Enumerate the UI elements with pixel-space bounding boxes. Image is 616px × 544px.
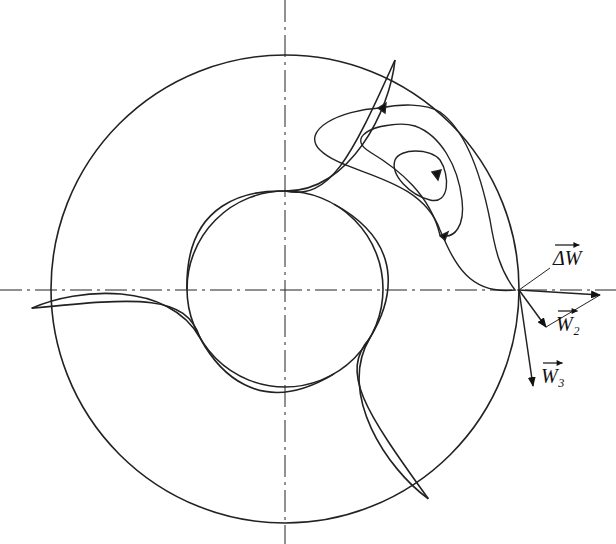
impeller-blades — [32, 60, 533, 499]
hub-circle — [187, 191, 383, 387]
center-axis — [285, 0, 286, 544]
vector-label: W₂ — [556, 314, 580, 334]
recirculation-vortex — [315, 103, 515, 291]
vector-label: ΔW — [553, 248, 581, 268]
outer-circle — [51, 55, 519, 523]
velocity-vectors — [519, 268, 600, 386]
vector-label: W₃ — [541, 366, 565, 386]
